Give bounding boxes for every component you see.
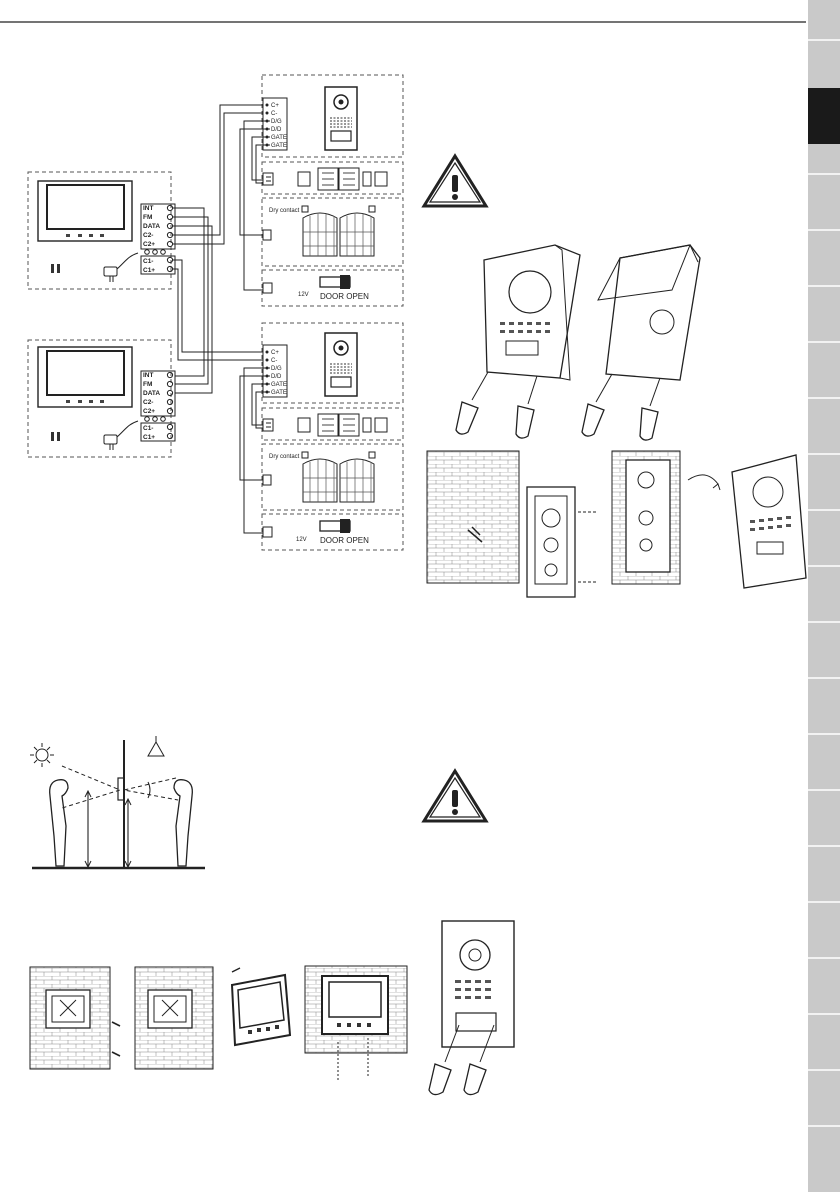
- terminal-label: INT: [143, 372, 154, 379]
- monitor-2-body: [38, 347, 132, 407]
- gate-2-icon: Dry contact: [263, 452, 375, 502]
- adapter-1-icon: [104, 267, 117, 276]
- terminal-label: D/D: [271, 374, 282, 380]
- outdoor-station-open-illustration: [456, 245, 700, 440]
- outdoor-2-terminals: C+ C- D/G D/D GATE GATE: [263, 345, 287, 397]
- terminal-label: C2+: [143, 408, 155, 415]
- person-left-icon: [50, 780, 68, 866]
- terminal-label: C2-: [143, 399, 153, 406]
- wiring-diagram: INT FM DATA C2- C2+ C1- C1+ INT FM DATA …: [28, 75, 403, 550]
- terminal-label: GATE: [271, 135, 287, 141]
- relay-1-icon: [263, 168, 387, 190]
- terminal-label: D/G: [271, 366, 282, 372]
- dry-contact-label: Dry contact: [269, 208, 300, 214]
- sun-icon: [30, 743, 54, 767]
- terminal-label: C1+: [143, 267, 155, 274]
- terminal-label: FM: [143, 381, 152, 388]
- language-tab-active[interactable]: [808, 88, 840, 144]
- door-lock-1-icon: 12V DOOR OPEN: [263, 275, 369, 301]
- terminal-label: C-: [271, 358, 277, 364]
- monitor-2-screen: [47, 351, 124, 395]
- terminal-label: D/D: [271, 127, 282, 133]
- door-open-label: DOOR OPEN: [320, 536, 369, 545]
- terminal-label: INT: [143, 205, 154, 212]
- terminal-label: D/G: [271, 119, 282, 125]
- terminal-label: DATA: [143, 223, 160, 230]
- gate-1-icon: Dry contact: [263, 206, 375, 256]
- terminal-label: C2+: [143, 241, 155, 248]
- door-open-label: DOOR OPEN: [320, 292, 369, 301]
- warning-triangle-icon: [424, 771, 486, 821]
- relay-2-box: [262, 408, 403, 440]
- relay-2-icon: [263, 414, 387, 436]
- monitor-2-terminals: INT FM DATA C2- C2+ C1- C1+: [141, 371, 175, 441]
- monitor-1-screen: [47, 185, 124, 229]
- language-tabs: [808, 0, 840, 1192]
- person-right-icon: [174, 780, 192, 866]
- voltage-label: 12V: [298, 292, 309, 298]
- adapter-2-icon: [104, 435, 117, 444]
- terminal-label: GATE: [271, 382, 287, 388]
- dry-contact-label: Dry contact: [269, 454, 300, 460]
- mounting-height-diagram: [30, 736, 205, 868]
- voltage-label: 12V: [296, 537, 307, 543]
- terminal-label: GATE: [271, 390, 287, 396]
- cover-removal-illustration: [429, 921, 514, 1095]
- terminal-label: C+: [271, 103, 279, 109]
- terminal-label: C1+: [143, 434, 155, 441]
- monitor-wall-mount-illustration: [30, 966, 407, 1082]
- terminal-label: FM: [143, 214, 152, 221]
- outdoor-station-1-icon: [325, 87, 357, 150]
- terminal-label: GATE: [271, 143, 287, 149]
- outdoor-station-2-icon: [325, 333, 357, 396]
- door-lock-2-icon: 12V DOOR OPEN: [263, 519, 369, 545]
- monitor-1-body: [38, 181, 132, 241]
- relay-1-box: [262, 162, 403, 194]
- warning-triangle-icon: [424, 156, 486, 206]
- monitor-1-terminals: INT FM DATA C2- C2+ C1- C1+: [141, 204, 175, 274]
- terminal-label: C+: [271, 350, 279, 356]
- terminal-label: C-: [271, 111, 277, 117]
- ceiling-lamp-icon: [148, 736, 164, 756]
- terminal-label: DATA: [143, 390, 160, 397]
- terminal-label: C1-: [143, 258, 153, 265]
- outdoor-1-terminals: C+ C- D/G D/D GATE GATE: [263, 98, 287, 150]
- wires: [173, 105, 270, 533]
- terminal-label: C2-: [143, 232, 153, 239]
- terminal-label: C1-: [143, 425, 153, 432]
- outdoor-wall-mount-illustration: [427, 451, 806, 597]
